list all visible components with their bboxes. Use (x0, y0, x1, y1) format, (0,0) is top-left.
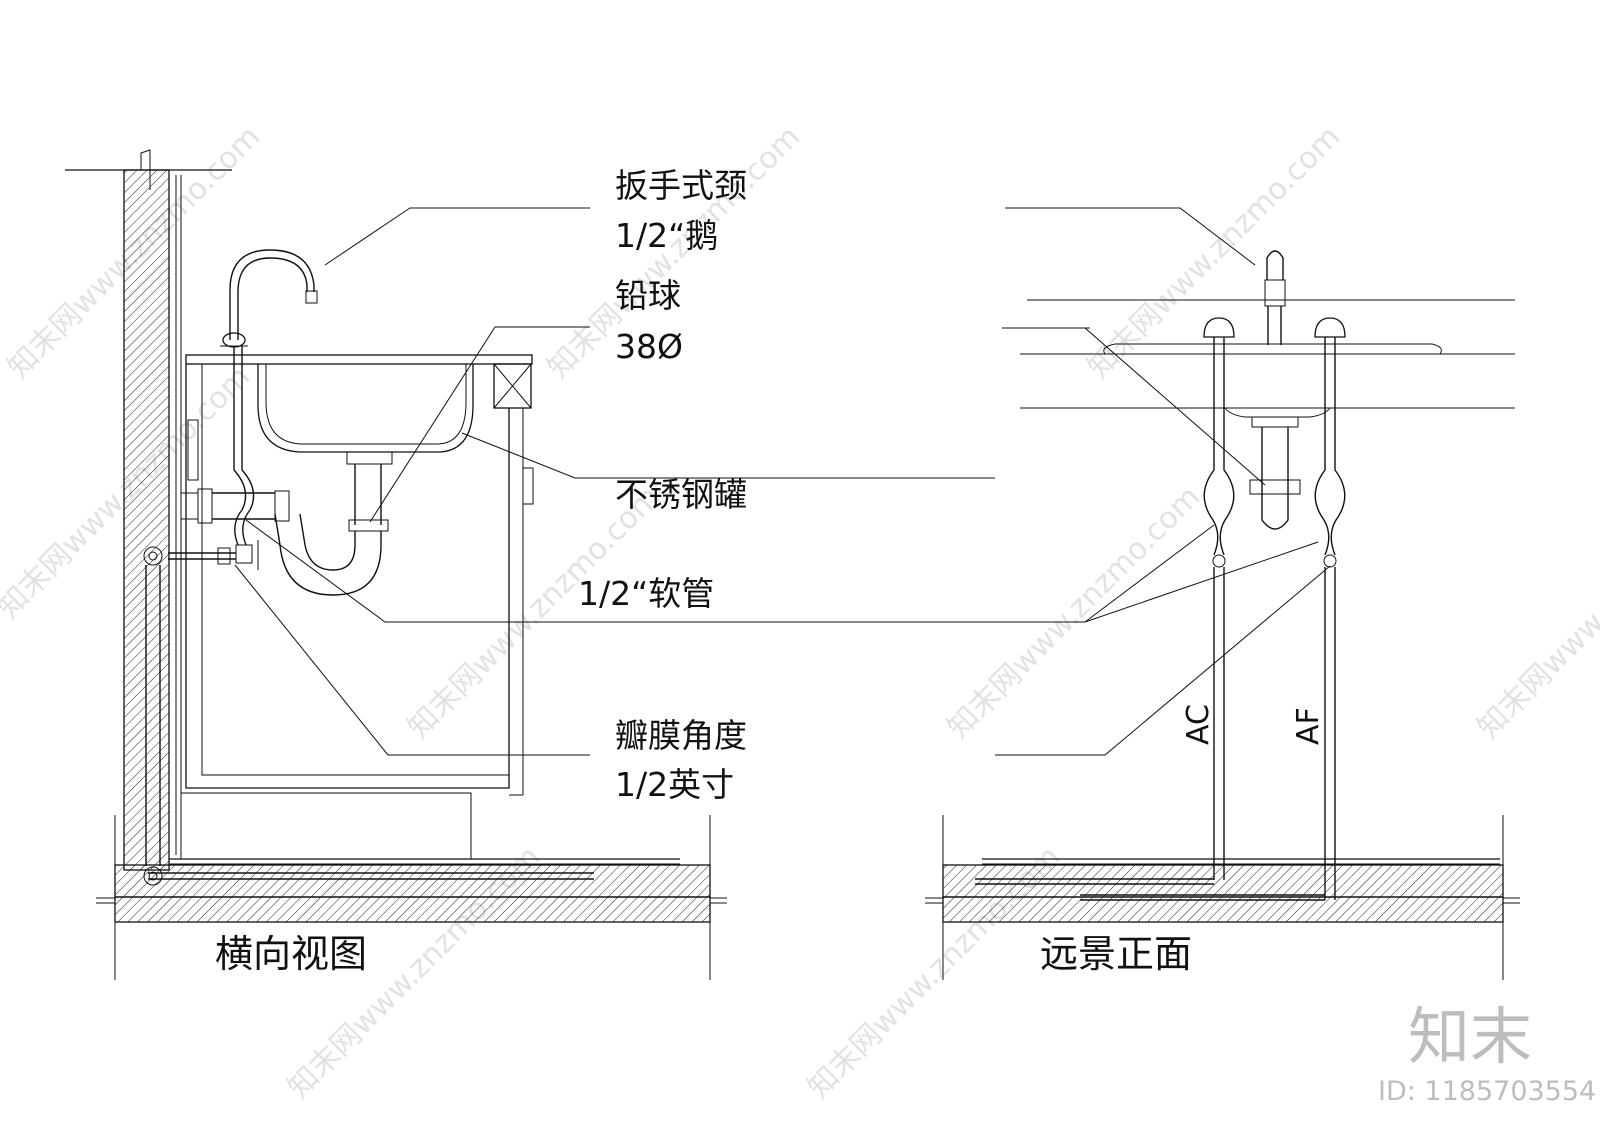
label-ball-line1: 铅球 (615, 276, 681, 315)
faucet-base (222, 332, 246, 348)
angle-valve (235, 544, 253, 564)
leader-ball (369, 326, 590, 523)
flexible-hose (233, 346, 247, 546)
label-hose: 1/2“软管 (578, 574, 714, 613)
gooseneck-faucet (229, 249, 315, 340)
front-view (925, 207, 1520, 980)
label-valve-line2: 1/2英寸 (615, 765, 734, 804)
label-faucet-line2: 1/2“鹅 (615, 216, 718, 255)
leader-hose (245, 519, 1085, 623)
caption-front-view: 远景正面 (1040, 932, 1192, 976)
annotation-labels: 扳手式颈 1/2“鹅 铅球 38Ø 不锈钢罐 1/2“软管 瓣膜角度 1/2英寸… (215, 166, 1326, 976)
overflow-box (493, 363, 532, 409)
side-view (65, 149, 1085, 980)
caption-side-view: 横向视图 (215, 932, 367, 976)
watermark-text: 知末网www.znzmo.com (1471, 479, 1600, 745)
leader-faucet (324, 207, 590, 266)
sink-bowl (257, 364, 474, 453)
brand-watermark: 知末 (1408, 1000, 1532, 1073)
label-valve-line1: 瓣膜角度 (615, 716, 747, 755)
floor-slab-front (942, 864, 1504, 898)
label-pipe-af: AF (1291, 707, 1326, 745)
label-pipe-ac: AC (1181, 704, 1216, 745)
label-tank: 不锈钢罐 (615, 475, 747, 514)
label-faucet-line1: 扳手式颈 (615, 166, 747, 205)
watermark-text: 知末网www.znzmo.com (941, 479, 1207, 745)
id-watermark: ID: 1185703554 (1378, 1076, 1596, 1107)
leader-valve (234, 564, 590, 756)
floor-slab (114, 864, 711, 898)
label-ball-line2: 38Ø (615, 327, 683, 366)
leader-tank (461, 432, 995, 479)
